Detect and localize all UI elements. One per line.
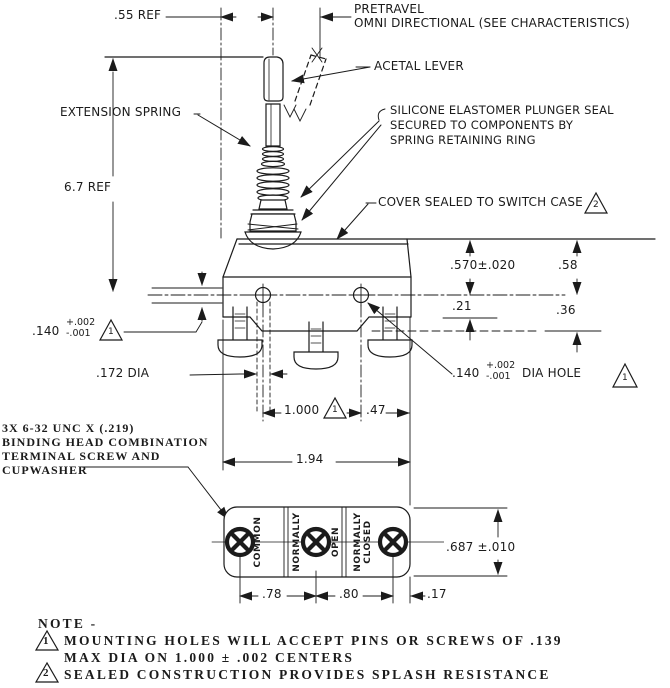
terminal-label-common: COMMON bbox=[253, 516, 263, 568]
screw-spec-line1: 3X 6-32 UNC X (.219) bbox=[2, 421, 135, 435]
silicone-seal-label-line1: SILICONE ELASTOMER PLUNGER SEAL bbox=[390, 103, 614, 117]
flag-1-dia-hole-icon: 1 bbox=[622, 373, 628, 383]
dim-570: .570±.020 bbox=[450, 258, 516, 272]
dim-21: .21 bbox=[452, 299, 472, 313]
dim-55-ref: .55 REF bbox=[114, 8, 162, 22]
dim-140-right: .140 bbox=[452, 366, 480, 380]
note-1-line2: MAX DIA ON 1.000 ± .002 CENTERS bbox=[64, 650, 355, 665]
flag-1-note-icon: 1 bbox=[43, 635, 49, 647]
screw-spec-line2: BINDING HEAD COMBINATION bbox=[2, 435, 209, 449]
screw-spec-line3: TERMINAL SCREW AND bbox=[2, 449, 161, 463]
screw-spec-line4: CUPWASHER bbox=[2, 463, 88, 477]
dim-80: .80 bbox=[339, 587, 359, 601]
dim-67-ref: 6.7 REF bbox=[64, 180, 112, 194]
dim-17: .17 bbox=[427, 587, 447, 601]
flag-2-note-icon: 2 bbox=[43, 667, 49, 679]
dim-36: .36 bbox=[556, 303, 576, 317]
dim-1000: 1.000 bbox=[284, 403, 320, 417]
dim-140-left: .140 bbox=[32, 324, 60, 338]
dim-140-left-plus: +.002 bbox=[66, 317, 96, 328]
note-1-line1: MOUNTING HOLES WILL ACCEPT PINS OR SCREW… bbox=[64, 633, 563, 648]
flag-1-hole-left-icon: 1 bbox=[108, 327, 114, 337]
silicone-seal-label-line3: SPRING RETAINING RING bbox=[390, 133, 536, 147]
dim-140-right-suffix: DIA HOLE bbox=[522, 366, 582, 380]
dim-172-dia: .172 DIA bbox=[96, 366, 150, 380]
terminal-label-normally-closed-2: CLOSED bbox=[363, 520, 373, 564]
note-title: NOTE - bbox=[38, 616, 98, 631]
dim-58: .58 bbox=[558, 258, 578, 272]
terminal-label-normally-open-2: OPEN bbox=[331, 526, 341, 558]
pretravel-label-line2: OMNI DIRECTIONAL (SEE CHARACTERISTICS) bbox=[354, 16, 630, 30]
acetal-lever-label: ACETAL LEVER bbox=[374, 59, 464, 73]
dim-140-right-plus: +.002 bbox=[486, 360, 516, 371]
silicone-seal-label-line2: SECURED TO COMPONENTS BY bbox=[390, 118, 574, 132]
note-2-line1: SEALED CONSTRUCTION PROVIDES SPLASH RESI… bbox=[64, 667, 551, 682]
dim-47: .47 bbox=[366, 403, 386, 417]
terminal-label-normally-open-1: NORMALLY bbox=[292, 512, 302, 572]
flag-2-cover-icon: 2 bbox=[593, 200, 599, 210]
cover-sealed-label: COVER SEALED TO SWITCH CASE bbox=[378, 195, 583, 209]
dim-194: 1.94 bbox=[296, 452, 324, 466]
extension-spring-label: EXTENSION SPRING bbox=[60, 105, 182, 119]
dim-140-right-minus: -.001 bbox=[486, 371, 511, 382]
dim-78: .78 bbox=[262, 587, 282, 601]
dim-140-left-minus: -.001 bbox=[66, 328, 91, 339]
flag-1-hole-centers-icon: 1 bbox=[332, 405, 338, 415]
terminal-label-normally-closed-1: NORMALLY bbox=[353, 512, 363, 572]
dim-687: .687 ±.010 bbox=[444, 540, 518, 554]
pretravel-label-line1: PRETRAVEL bbox=[354, 2, 425, 16]
